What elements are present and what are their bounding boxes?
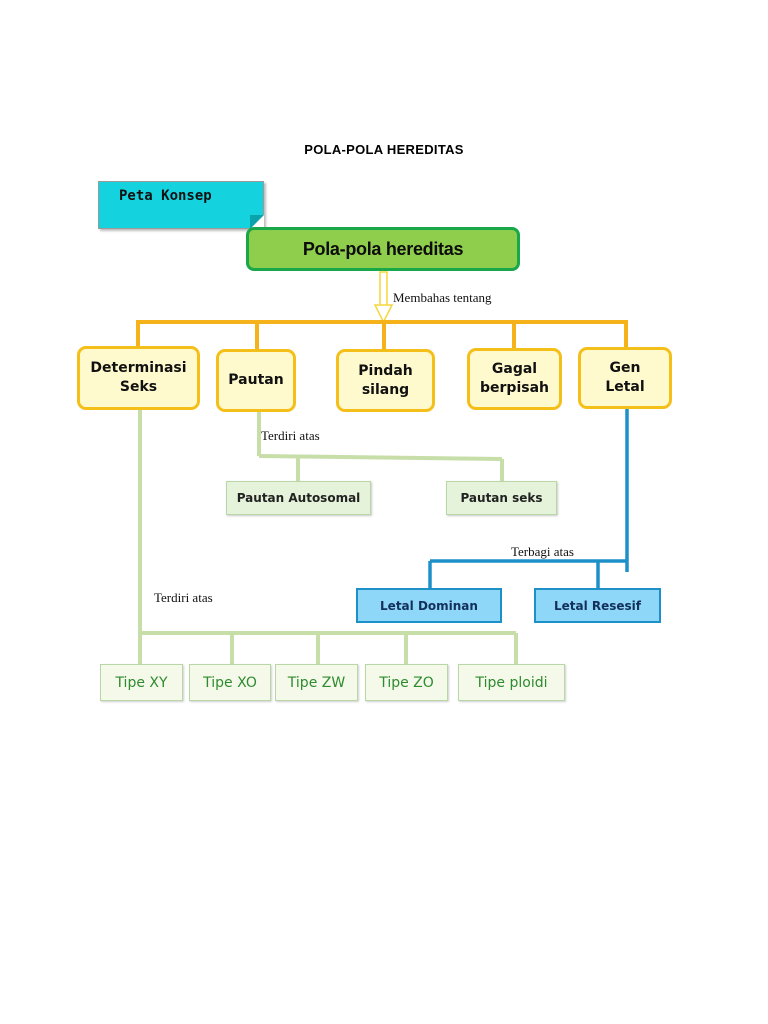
category-label-line2: Seks [119, 379, 158, 395]
category-label-line1: Determinasi [90, 360, 187, 376]
node-pautan-autosomal: Pautan Autosomal [226, 481, 371, 515]
connector-label-membahas: Membahas tentang [393, 290, 492, 305]
node-letal-dominan: Letal Dominan [356, 588, 502, 623]
category-label-line2: Letal [605, 379, 645, 395]
category-bus [136, 320, 628, 350]
node-letal-resesif: Letal Resesif [534, 588, 661, 623]
node-pautan-seks: Pautan seks [446, 481, 557, 515]
peta-konsep-label: Peta Konsep [119, 188, 212, 204]
category-label-line2: berpisah [480, 380, 549, 396]
connector-label-determinasi: Terdiri atas [154, 590, 213, 605]
page-fold-icon [250, 215, 264, 229]
main-down-arrow [373, 271, 394, 324]
determinasi-tree [138, 410, 518, 664]
node-tipe-xo: Tipe XO [189, 664, 271, 701]
connector-label-letal: Terbagi atas [511, 544, 574, 559]
node-tipe-zw: Tipe ZW [275, 664, 358, 701]
node-tipe-xy: Tipe XY [100, 664, 183, 701]
pautan-tree [257, 411, 504, 482]
node-tipe-zo: Tipe ZO [365, 664, 448, 701]
category-label-line1: Gen [609, 360, 641, 376]
node-tipe-ploidi: Tipe ploidi [458, 664, 565, 701]
letal-tree [428, 408, 629, 588]
category-label-line1: Pindah [358, 362, 413, 379]
category-label-line1: Pautan [228, 372, 284, 388]
category-label-line2: silang [361, 381, 410, 398]
category-pautan: Pautan [216, 349, 296, 412]
connector-label-pautan: Terdiri atas [261, 428, 320, 443]
category-gagal-berpisah: Gagal berpisah [467, 348, 562, 410]
category-label-line1: Gagal [491, 361, 538, 377]
page-title: POLA-POLA HEREDITAS [304, 142, 464, 157]
peta-konsep-tag: Peta Konsep [98, 181, 264, 229]
main-node: Pola-pola hereditas [246, 227, 520, 271]
category-pindah-silang: Pindah silang [336, 349, 435, 412]
